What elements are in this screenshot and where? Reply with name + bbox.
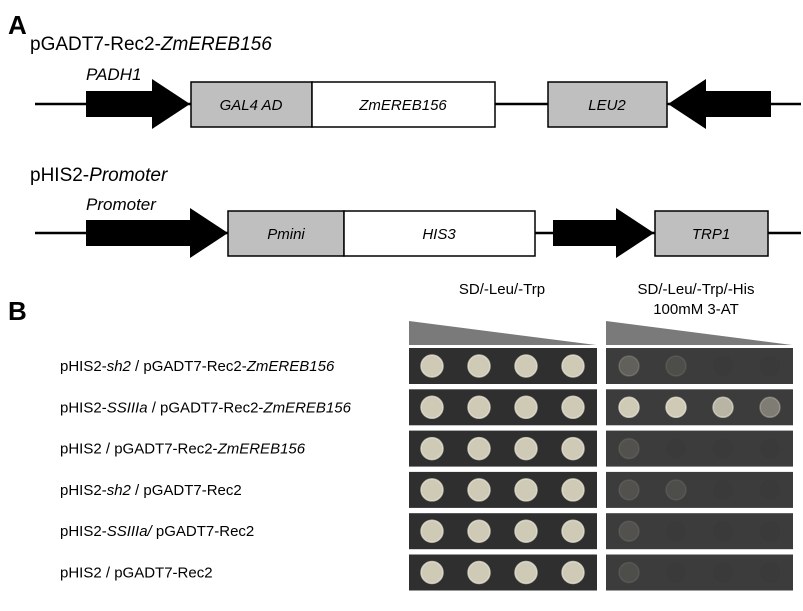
row-label-2: pHIS2-SSIIIa / pGADT7-Rec2-ZmEREB156: [60, 399, 352, 416]
construct2-map: [35, 208, 801, 258]
row-label-6: pHIS2 / pGADT7-Rec2: [60, 565, 213, 582]
leu2-box: [547, 81, 668, 128]
colony-left-r5-d3: [514, 519, 538, 543]
colony-left-r6-d3: [514, 560, 538, 585]
row-label-1: pHIS2-sh2 / pGADT7-Rec2-ZmEREB156: [60, 358, 335, 375]
colony-left-r2-d3: [514, 395, 538, 420]
construct1-title: pGADT7-Rec2-ZmEREB156: [30, 34, 272, 55]
row-label-4: pHIS2-sh2 / pGADT7-Rec2: [60, 482, 242, 499]
colony-right-r1-d3: [713, 356, 733, 376]
colony-left-r6-d4: [561, 560, 585, 585]
trp1-box: [654, 210, 769, 257]
colony-right-r3-d2: [666, 438, 686, 459]
colony-left-r3-d3: [514, 436, 538, 461]
construct2-title: pHIS2-Promoter: [30, 165, 168, 186]
colony-left-r4-d3: [514, 478, 538, 502]
colony-right-r5-d1: [618, 520, 640, 542]
construct1-map: [35, 79, 801, 129]
promoter-label: Promoter: [86, 195, 157, 214]
padh1-promoter-arrow: [86, 79, 190, 129]
colony-left-r4-d4: [561, 478, 585, 502]
colony-right-r3-d3: [713, 438, 733, 459]
row-label-5: pHIS2-SSIIIa/ pGADT7-Rec2: [60, 523, 254, 540]
colony-right-r4-d4: [760, 479, 780, 500]
header-3at-concentration: 100mM 3-AT: [653, 301, 739, 318]
colony-right-r1-d4: [760, 356, 780, 376]
colony-right-r3-d1: [618, 437, 640, 460]
colony-right-r6-d3: [713, 562, 733, 583]
colony-left-r1-d3: [514, 354, 538, 378]
colony-left-r3-d1: [420, 436, 444, 461]
colony-right-r2-d1: [618, 396, 640, 419]
spot-assay-rows: pHIS2-sh2 / pGADT7-Rec2-ZmEREB156 pHIS2-S…: [60, 348, 793, 591]
colony-right-r3-d4: [760, 438, 780, 459]
colony-left-r4-d2: [467, 478, 491, 502]
dilution-wedge-right: [606, 321, 792, 345]
colony-left-r3-d4: [561, 436, 585, 461]
pmini-label: Pmini: [267, 226, 305, 243]
panel-b-label: B: [8, 296, 27, 326]
colony-left-r1-d4: [561, 354, 585, 378]
colony-left-r5-d2: [467, 519, 491, 543]
colony-right-r2-d3: [712, 396, 734, 419]
header-sd-leu-trp: SD/-Leu/-Trp: [459, 281, 545, 298]
leu2-label: LEU2: [588, 97, 626, 114]
colony-left-r2-d2: [467, 395, 491, 420]
row-label-3: pHIS2 / pGADT7-Rec2-ZmEREB156: [60, 441, 306, 458]
header-sd-leu-trp-his: SD/-Leu/-Trp/-His: [638, 281, 755, 298]
his3-label: HIS3: [422, 226, 456, 243]
colony-left-r5-d4: [561, 519, 585, 543]
colony-right-r2-d2: [665, 396, 687, 419]
colony-left-r2-d1: [420, 395, 444, 420]
colony-left-r4-d1: [420, 478, 444, 502]
leu2-arrow: [668, 79, 771, 129]
dilution-wedge-left: [409, 321, 596, 345]
promoter-arrow: [86, 208, 228, 258]
trp1-arrow: [553, 208, 654, 258]
zmereb156-label: ZmEREB156: [358, 97, 447, 114]
colony-left-r6-d1: [420, 560, 444, 585]
colony-left-r1-d2: [467, 354, 491, 378]
colony-right-r6-d1: [618, 561, 640, 584]
trp1-label: TRP1: [692, 226, 730, 243]
gal4-ad-label: GAL4 AD: [220, 97, 283, 114]
his3-box: [343, 210, 536, 257]
panel-a-label: A: [8, 10, 27, 40]
colony-right-r1-d2: [665, 355, 687, 377]
colony-left-r5-d1: [420, 519, 444, 543]
colony-right-r4-d1: [618, 479, 640, 501]
colony-left-r1-d1: [420, 354, 444, 378]
colony-right-r5-d4: [760, 521, 780, 542]
colony-right-r5-d3: [713, 521, 733, 542]
padh1-label: PADH1: [86, 65, 141, 84]
colony-right-r6-d4: [760, 562, 780, 583]
colony-right-r4-d2: [665, 479, 687, 501]
colony-right-r4-d3: [713, 479, 733, 500]
colony-right-r6-d2: [666, 562, 686, 583]
colony-left-r3-d2: [467, 436, 491, 461]
colony-right-r2-d4: [759, 396, 781, 419]
colony-left-r6-d2: [467, 560, 491, 585]
colony-left-r2-d4: [561, 395, 585, 420]
zmereb156-box: [311, 81, 496, 128]
colony-right-r5-d2: [666, 521, 686, 542]
colony-right-r1-d1: [618, 355, 640, 377]
